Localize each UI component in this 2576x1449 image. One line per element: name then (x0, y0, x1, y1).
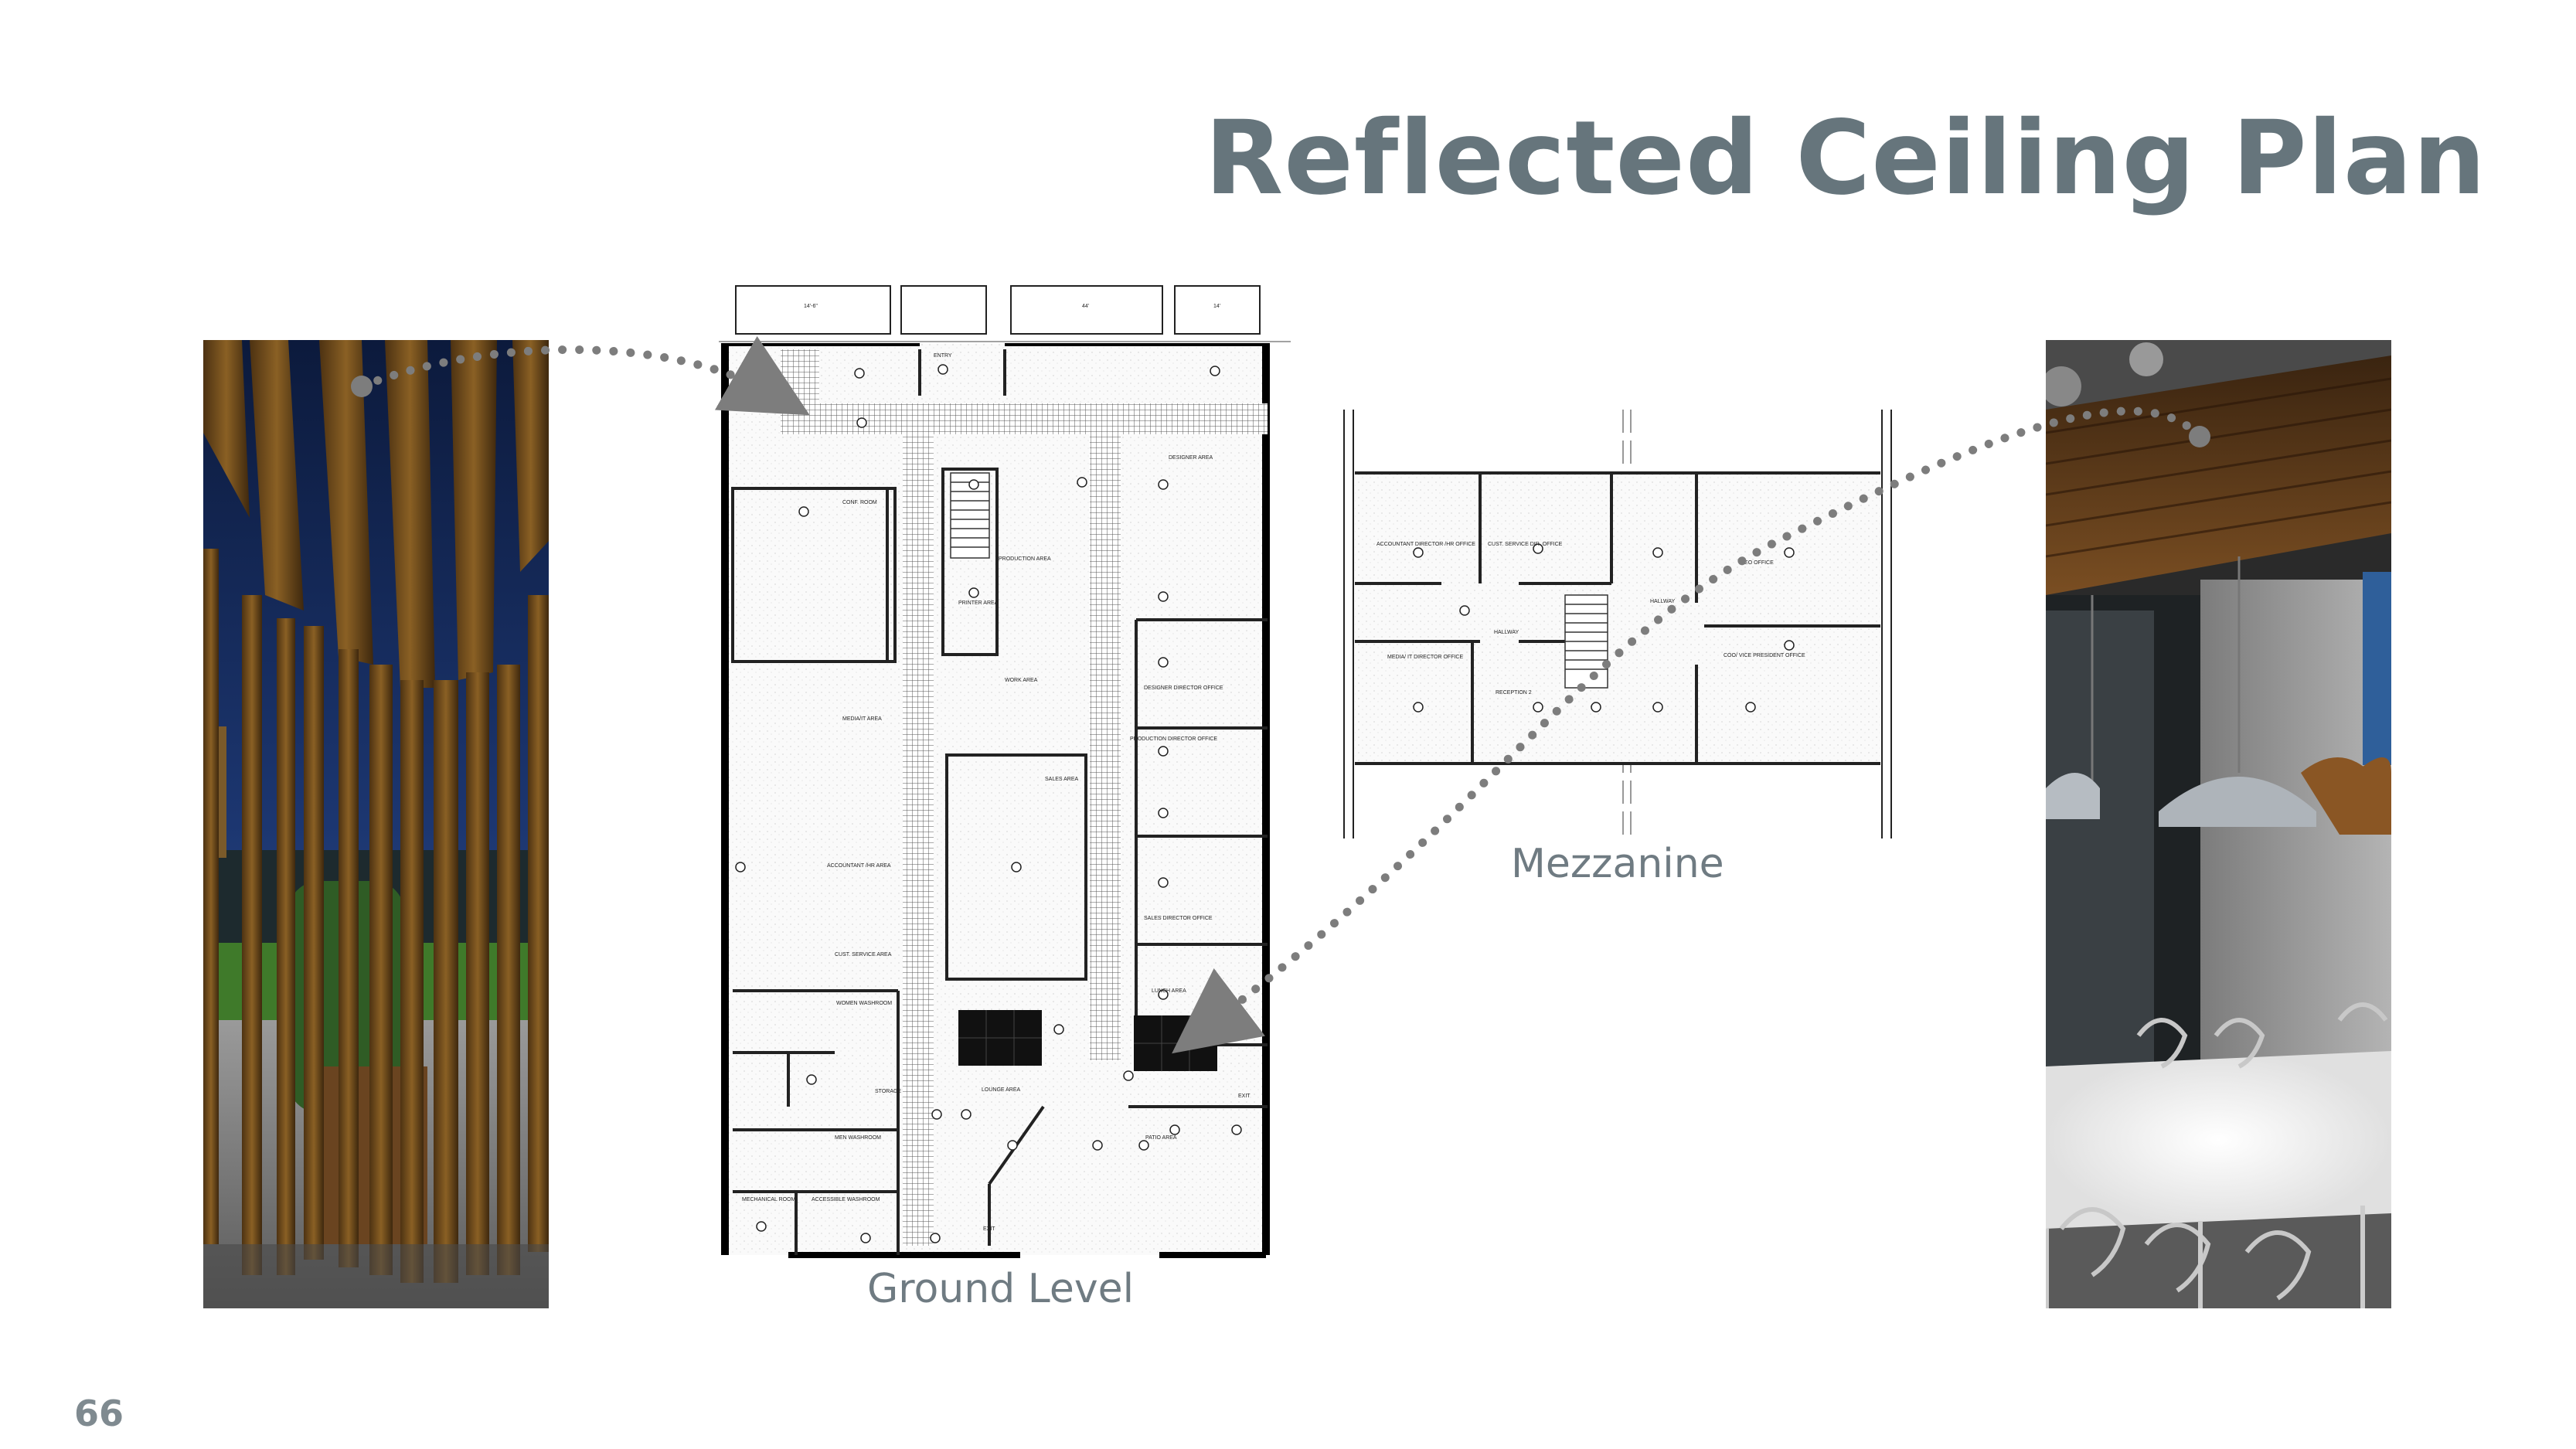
dimension-label: 14' (1213, 304, 1220, 309)
room-label: MEDIA/IT AREA (842, 716, 882, 722)
room-label: CONF. ROOM (842, 500, 877, 505)
ground-level-caption: Ground Level (867, 1266, 1135, 1312)
room-label: CEO OFFICE (1741, 560, 1774, 566)
room-label: WOMEN WASHROOM (836, 1001, 892, 1006)
room-label: PRODUCTION DIRECTOR OFFICE (1130, 736, 1217, 742)
room-label: COO/ VICE PRESIDENT OFFICE (1724, 653, 1805, 658)
room-label: DESIGNER DIRECTOR OFFICE (1144, 685, 1223, 691)
room-label: LOUNGE AREA (982, 1087, 1021, 1093)
room-label: RECEPTION 2 (1496, 690, 1532, 696)
room-label: MEN WASHROOM (835, 1135, 881, 1141)
room-label: SALES DIRECTOR OFFICE (1144, 916, 1213, 921)
room-label: LUNCH AREA (1152, 988, 1186, 994)
room-label: HALLWAY (1494, 630, 1519, 635)
lunch-area-photo (2046, 340, 2391, 1308)
room-label: ACCOUNTANT /HR AREA (827, 863, 891, 869)
room-label: MEDIA/ IT DIRECTOR OFFICE (1387, 655, 1463, 660)
room-label: CUST. SERVICE AREA (835, 952, 892, 957)
room-label: PRINTER AREA (958, 600, 999, 606)
room-label: ACCESSIBLE WASHROOM (812, 1197, 880, 1202)
room-label: EXIT (1238, 1094, 1251, 1099)
dimension-label: 14'-6" (804, 304, 818, 309)
room-label: HALLWAY (1650, 599, 1675, 604)
room-label: ENTRY (934, 353, 952, 359)
mezzanine-plan: ACCOUNTANT DIRECTOR /HR OFFICE CUST. SER… (1341, 410, 1897, 842)
ground-level-plan: 14'-6" 44' 14' (696, 280, 1291, 1261)
room-label: PATIO AREA (1145, 1135, 1177, 1141)
room-label: STORAGE (875, 1089, 901, 1094)
mezzanine-caption: Mezzanine (1511, 841, 1724, 887)
room-label: DESIGNER AREA (1169, 455, 1213, 461)
room-label: ACCOUNTANT DIRECTOR /HR OFFICE (1376, 542, 1475, 547)
pergola-photo (203, 340, 549, 1308)
room-label: EXIT (983, 1226, 995, 1232)
room-label: CUST. SERVICE DIR. OFFICE (1488, 542, 1563, 547)
room-label: SALES AREA (1045, 777, 1079, 782)
room-label: PRODUCTION AREA (999, 556, 1051, 562)
room-label: WORK AREA (1005, 678, 1038, 683)
page-number: 66 (74, 1393, 124, 1434)
dimension-label: 44' (1082, 304, 1089, 309)
page-title: Reflected Ceiling Plan (1204, 99, 2486, 218)
room-label: MECHANICAL ROOM (742, 1197, 796, 1202)
